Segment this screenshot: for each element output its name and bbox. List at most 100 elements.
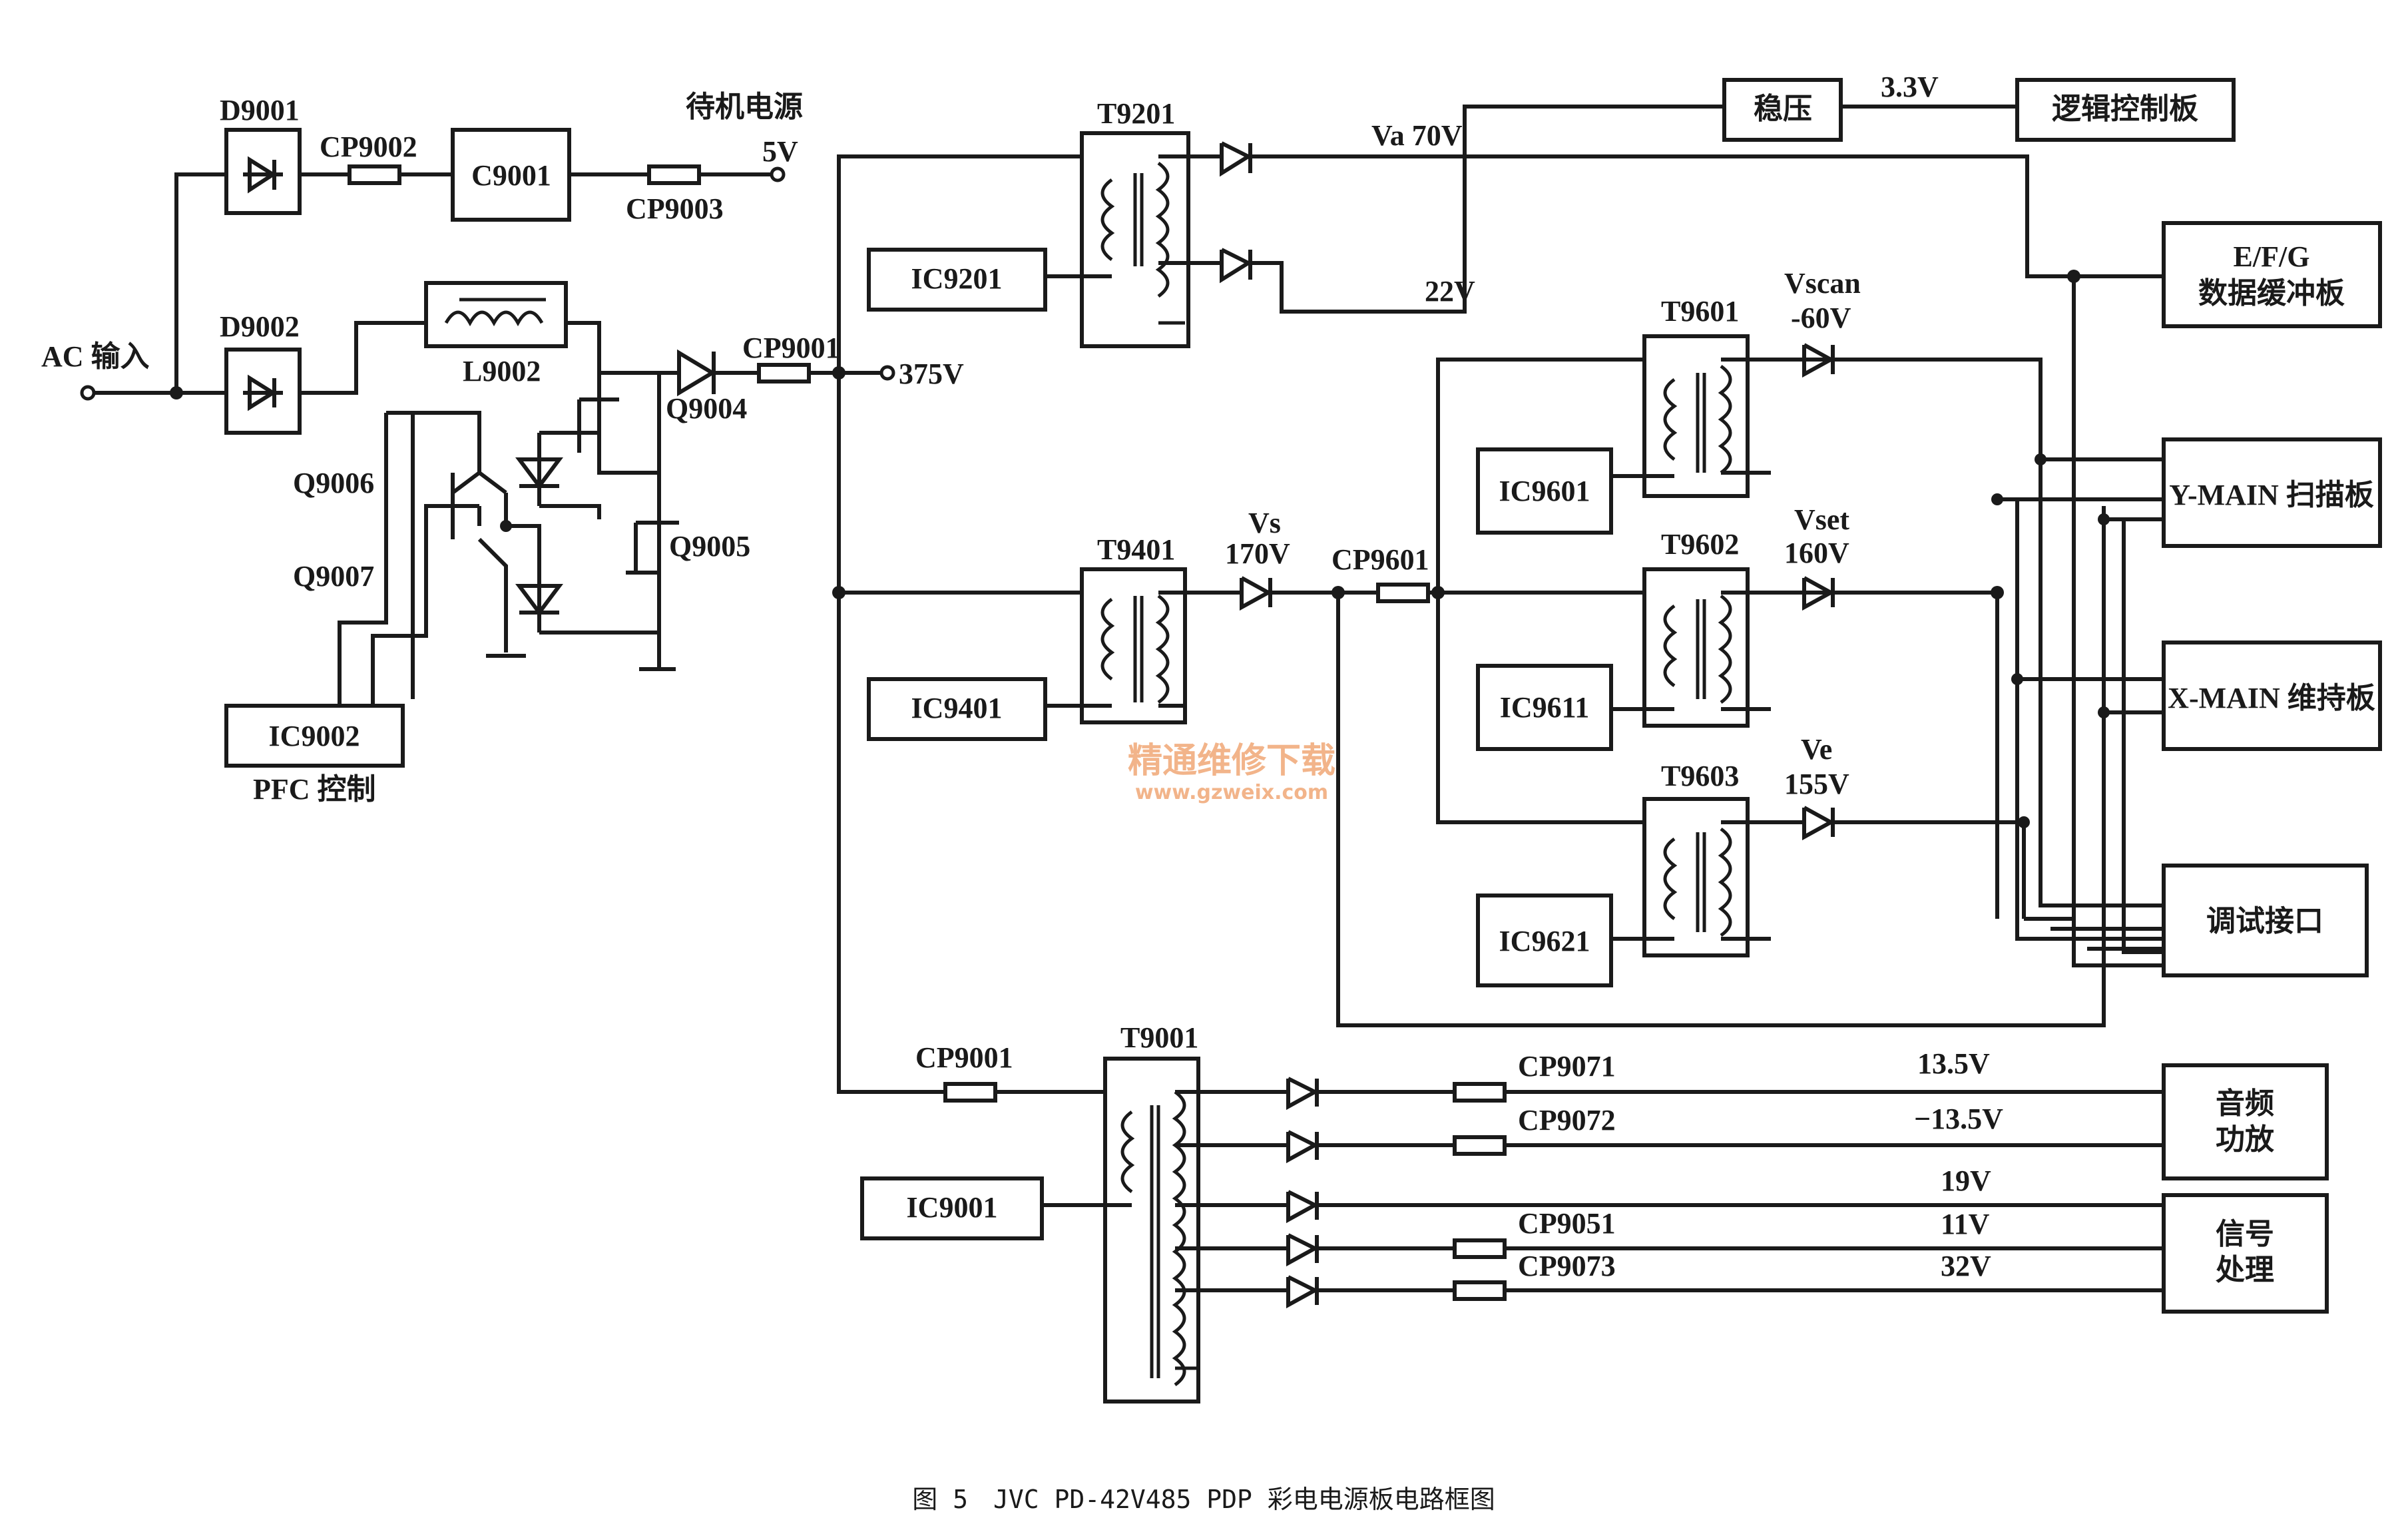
board-distribution: Y-MAIN 扫描板 X-MAIN 维持板 调试接口 bbox=[1991, 276, 2382, 977]
cp9003-label: CP9003 bbox=[626, 192, 724, 225]
transistor-wire bbox=[451, 453, 481, 495]
ic9201-label: IC9201 bbox=[911, 262, 1003, 295]
ic9401-label: IC9401 bbox=[911, 692, 1003, 724]
c9001-block bbox=[451, 128, 571, 222]
cp9051-label: CP9051 bbox=[1518, 1207, 1616, 1240]
ic9601-wire bbox=[1611, 471, 1771, 478]
cp9001b-fuse bbox=[943, 1082, 997, 1103]
mosfet-wire bbox=[539, 431, 601, 519]
ic9601-label: IC9601 bbox=[1499, 475, 1590, 507]
cp9003-fuse bbox=[647, 164, 701, 185]
audio-line1: 音频 bbox=[2216, 1087, 2274, 1120]
transformer-coils bbox=[1120, 1090, 1186, 1387]
ve-value: 155V bbox=[1784, 768, 1849, 800]
audio-line2: 功放 bbox=[2216, 1123, 2274, 1156]
cp9002-fuse bbox=[348, 164, 401, 185]
cp9001-fuse bbox=[757, 363, 811, 383]
junction-dot bbox=[170, 386, 183, 399]
neg-13v5-rail bbox=[1175, 1130, 2164, 1164]
va-label: Va 70V bbox=[1371, 119, 1463, 152]
junction-dot bbox=[2098, 513, 2110, 525]
pfc-input-wire bbox=[300, 321, 679, 395]
ic9401-block bbox=[867, 677, 1047, 741]
figure-caption: 图 5 JVC PD-42V485 PDP 彩电电源板电路框图 bbox=[912, 1485, 1495, 1514]
protection-diode bbox=[515, 563, 659, 635]
q9007-label: Q9007 bbox=[293, 560, 374, 593]
va-rail bbox=[1158, 141, 2164, 278]
vset-name: Vset bbox=[1794, 503, 1849, 536]
q9006-q9007-transistors bbox=[386, 411, 508, 652]
d9001-label: D9001 bbox=[220, 94, 300, 127]
ic9002-block bbox=[224, 704, 405, 768]
375v-terminal bbox=[879, 365, 895, 381]
ic9002-label: IC9002 bbox=[269, 720, 360, 752]
x-main-label: X-MAIN 维持板 bbox=[2168, 682, 2375, 714]
efg-buffer-block bbox=[2162, 221, 2382, 328]
debug-port-label: 调试接口 bbox=[2206, 905, 2323, 937]
efg-line1: E/F/G bbox=[2234, 240, 2310, 273]
junction-dot bbox=[2011, 673, 2023, 685]
c9001-label: C9001 bbox=[471, 159, 551, 192]
scan-supply-section: T9601 IC9601 Vscan -60V T9602 IC9611 Vse… bbox=[1436, 267, 2043, 987]
cp9072-label: CP9072 bbox=[1518, 1104, 1616, 1137]
standby-title: 待机电源 bbox=[686, 91, 803, 123]
cp9071-fuse bbox=[1453, 1082, 1507, 1103]
cp9072-fuse bbox=[1453, 1135, 1507, 1156]
t9602-label: T9602 bbox=[1661, 528, 1739, 561]
standby-5v: 5V bbox=[762, 135, 798, 168]
watermark-cn: 精通维修下载 bbox=[1128, 740, 1335, 781]
signal-processing-block bbox=[2162, 1193, 2329, 1314]
junction-dot bbox=[2035, 453, 2047, 465]
vs-rail bbox=[1158, 576, 1997, 611]
11v-label: 11V bbox=[1941, 1208, 1990, 1240]
19v-label: 19V bbox=[1941, 1164, 1991, 1197]
t9201-label: T9201 bbox=[1097, 97, 1175, 130]
debug-port-block bbox=[2162, 864, 2369, 977]
regulator-block bbox=[1722, 78, 1843, 142]
signal-line2: 处理 bbox=[2216, 1254, 2274, 1286]
transformer-coils bbox=[1100, 594, 1170, 704]
l9002-inductor-box bbox=[424, 281, 568, 348]
ve-name: Ve bbox=[1801, 733, 1832, 766]
q9004-diode bbox=[677, 349, 716, 397]
inductor-coil bbox=[444, 298, 546, 327]
y-main-label: Y-MAIN 扫描板 bbox=[2169, 479, 2374, 511]
ac-input-label: AC 输入 bbox=[41, 340, 150, 373]
t9601-label: T9601 bbox=[1661, 295, 1739, 328]
cp9001b-label: CP9001 bbox=[915, 1041, 1013, 1074]
pfc-section: D9002 L9002 CP9001 375V Q9004 Q9005 Q900… bbox=[220, 281, 964, 806]
cp9002-label: CP9002 bbox=[320, 130, 417, 163]
32v-label: 32V bbox=[1941, 1250, 1991, 1282]
d9002-label: D9002 bbox=[220, 310, 300, 343]
y-main-block bbox=[2162, 437, 2382, 548]
junction-dot bbox=[2098, 706, 2110, 718]
watermark-url: www.gzweix.com bbox=[1135, 781, 1328, 804]
signal-line1: 信号 bbox=[2216, 1218, 2274, 1250]
vscan-value: -60V bbox=[1791, 302, 1851, 334]
q9004-mosfet bbox=[577, 373, 661, 475]
vs-value: 170V bbox=[1225, 537, 1290, 570]
transistor-wire bbox=[477, 493, 526, 658]
scan-out-rails bbox=[1833, 358, 2041, 919]
x-main-bus bbox=[2017, 519, 2164, 959]
cp9601-fuse bbox=[1376, 583, 1430, 603]
ac-input-terminal bbox=[80, 385, 96, 401]
drive-wire bbox=[506, 524, 541, 563]
22v-label: 22V bbox=[1425, 275, 1475, 308]
cp9001-label: CP9001 bbox=[742, 332, 840, 364]
3v3-label: 3.3V bbox=[1881, 71, 1939, 103]
vset-value: 160V bbox=[1784, 537, 1849, 569]
ac-input-wire bbox=[94, 172, 226, 395]
cp9051-fuse bbox=[1453, 1238, 1507, 1259]
q9006-label: Q9006 bbox=[293, 467, 374, 499]
q9005-mosfet bbox=[626, 473, 679, 633]
transformer-coils bbox=[1663, 827, 1732, 937]
ve-rail bbox=[1721, 806, 2026, 919]
transformer-coils bbox=[1663, 364, 1732, 475]
22v-rail bbox=[1158, 105, 1724, 314]
transformer-coils bbox=[1663, 594, 1732, 704]
32v-rail bbox=[1175, 1275, 2164, 1309]
junction-dot bbox=[2018, 816, 2030, 828]
cp9073-label: CP9073 bbox=[1518, 1250, 1616, 1282]
